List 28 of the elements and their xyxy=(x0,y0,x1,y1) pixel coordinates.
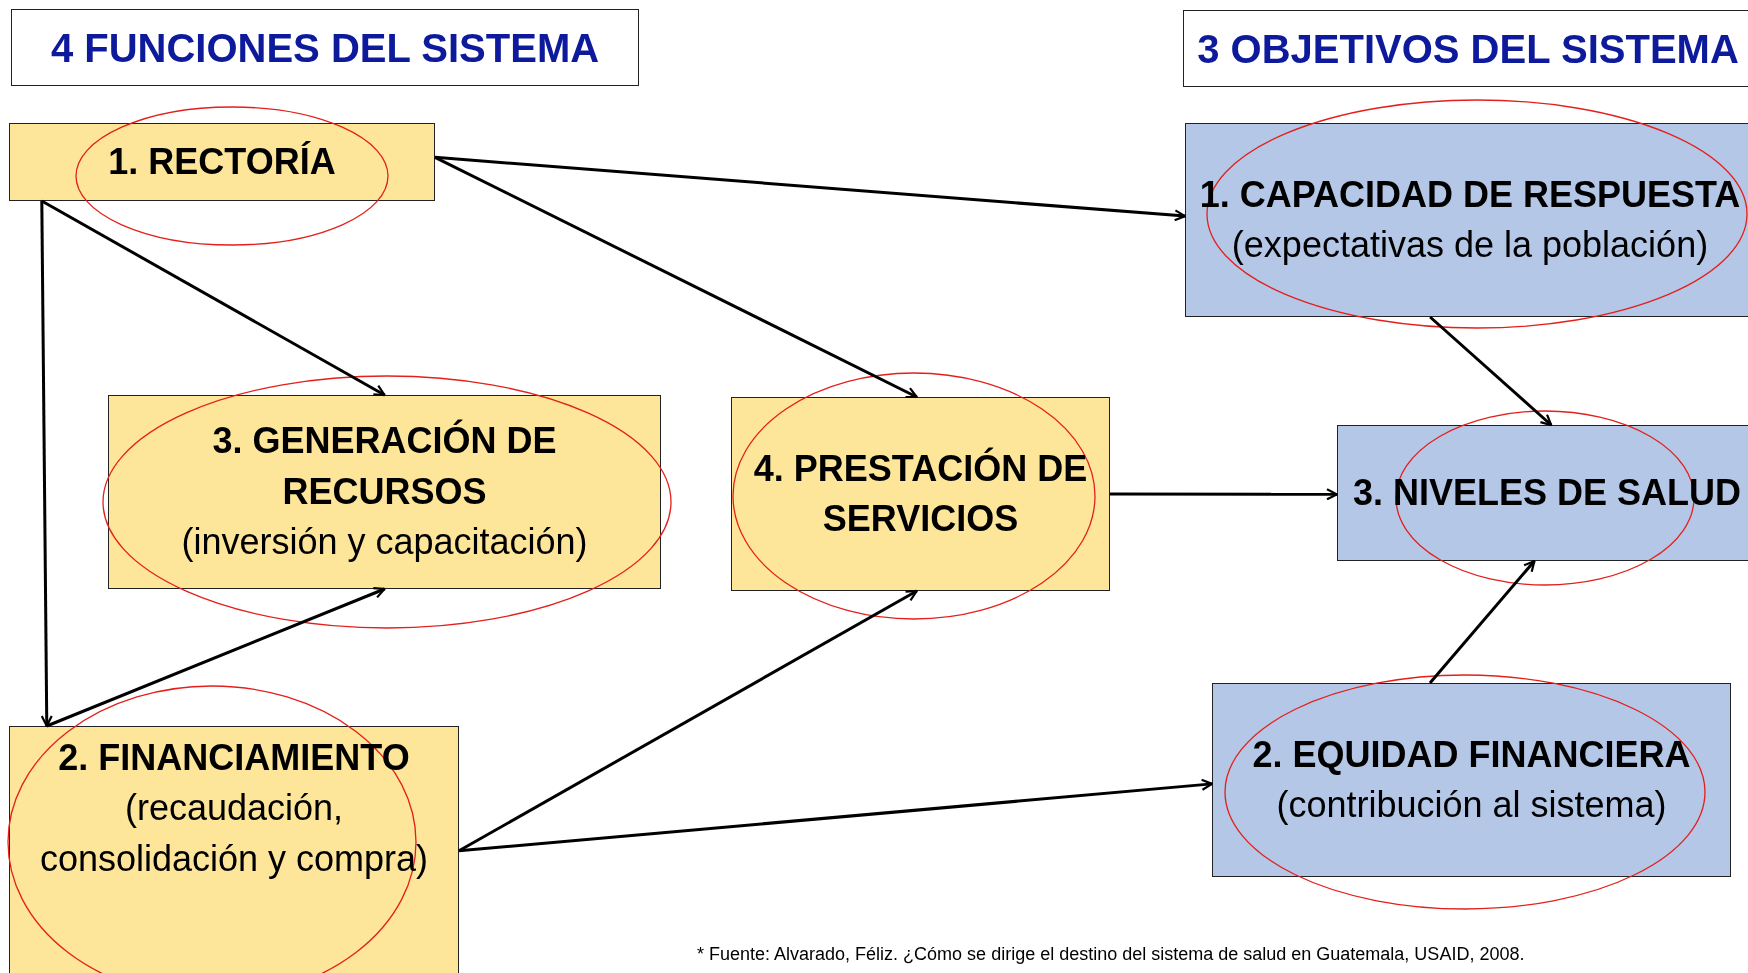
arrow xyxy=(434,155,1187,222)
node-heading: 2. EQUIDAD FINANCIERA xyxy=(1252,732,1691,777)
source-note: * Fuente: Alvarado, Féliz. ¿Cómo se dirige el destino del sistema de salud en Guatemala, USAID, 2008. xyxy=(697,944,1525,965)
function-box xyxy=(108,395,661,589)
node-heading: 3 OBJETIVOS DEL SISTEMA xyxy=(1197,25,1739,73)
arrow xyxy=(46,587,386,728)
node-description: (contribución al sistema) xyxy=(1276,783,1667,827)
node-description: (inversión y capacitación) xyxy=(181,520,588,565)
arrow xyxy=(434,155,918,399)
objective-box xyxy=(1212,683,1731,877)
arrow xyxy=(1428,559,1536,684)
arrow xyxy=(40,201,53,728)
arrow xyxy=(41,199,386,397)
arrow xyxy=(458,778,1214,853)
arrow xyxy=(458,589,918,853)
arrow xyxy=(1110,488,1339,501)
arrow xyxy=(1429,315,1553,427)
title-box xyxy=(1183,10,1748,87)
node-description: (recaudación, consolidación y compra) xyxy=(38,786,430,881)
function-box xyxy=(731,397,1110,591)
function-box xyxy=(9,123,435,201)
node-heading: 4 FUNCIONES DEL SISTEMA xyxy=(50,24,600,72)
objective-box xyxy=(1185,123,1748,317)
title-box xyxy=(11,9,639,86)
node-heading: 3. GENERACIÓN DE RECURSOS xyxy=(211,418,558,514)
function-box xyxy=(9,726,459,973)
node-heading: 1. RECTORÍA xyxy=(108,139,336,184)
node-heading: 4. PRESTACIÓN DE SERVICIOS xyxy=(752,446,1089,541)
